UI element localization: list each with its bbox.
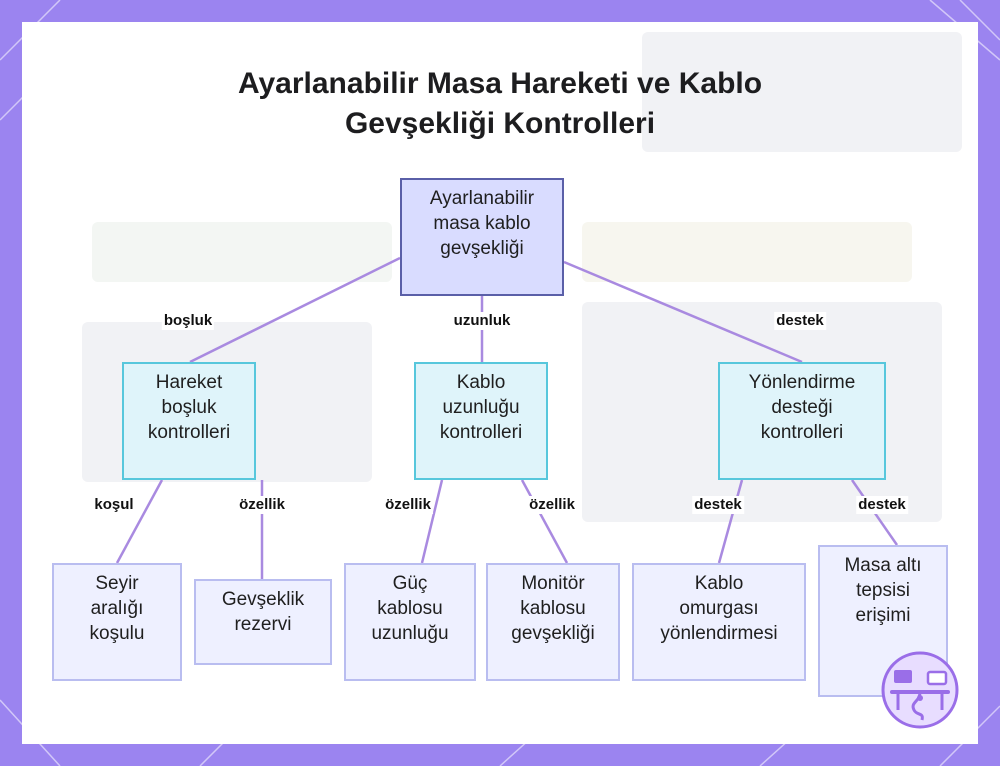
desk-cable-logo-icon: [880, 650, 960, 730]
node-label: kablosu: [511, 596, 594, 621]
edge-label: uzunluk: [452, 312, 513, 330]
node-label: Kablo: [660, 571, 777, 596]
edge-left-leaf1: [117, 480, 162, 563]
node-label: Güç: [371, 571, 448, 596]
diagram-card: ​ Ayarlanabilir Masa Hareketi ve Kablo G…: [22, 22, 978, 744]
edge-label: destek: [692, 496, 744, 514]
edge-root-right: [564, 262, 802, 362]
edge-right-leaf5: [719, 480, 742, 563]
node-label: Seyir: [90, 571, 145, 596]
node-label: omurgası: [660, 596, 777, 621]
motion-clearance-node: Hareket boşluk kontrolleri: [122, 362, 256, 480]
power-cable-length-node: Güç kablosu uzunluğu: [344, 563, 476, 681]
edge-label: koşul: [92, 496, 135, 514]
edge-center-leaf4: [522, 480, 567, 563]
cable-spine-routing-node: Kablo omurgası yönlendirmesi: [632, 563, 806, 681]
edge-label: boşluk: [162, 312, 214, 330]
node-label: erişimi: [844, 603, 921, 628]
edge-label: destek: [856, 496, 908, 514]
edge-label: özellik: [383, 496, 433, 514]
edge-label: destek: [774, 312, 826, 330]
node-label: Hareket: [148, 370, 230, 395]
node-label: desteği: [749, 395, 856, 420]
node-label: uzunluğu: [371, 621, 448, 646]
routing-support-node: Yönlendirme desteği kontrolleri: [718, 362, 886, 480]
slack-reserve-node: Gevşeklik rezervi: [194, 579, 332, 665]
travel-range-node: Seyir aralığı koşulu: [52, 563, 182, 681]
node-label: masa kablo: [430, 211, 534, 236]
node-label: Kablo: [440, 370, 522, 395]
node-label: kontrolleri: [749, 420, 856, 445]
node-label: rezervi: [222, 612, 304, 637]
edge-root-left: [190, 258, 400, 362]
node-label: Masa altı: [844, 553, 921, 578]
node-label: Gevşeklik: [222, 587, 304, 612]
edge-center-leaf3: [422, 480, 442, 563]
node-label: aralığı: [90, 596, 145, 621]
node-label: gevşekliği: [511, 621, 594, 646]
root-node: Ayarlanabilir masa kablo gevşekliği: [400, 178, 564, 296]
node-label: uzunluğu: [440, 395, 522, 420]
node-label: kontrolleri: [440, 420, 522, 445]
node-label: Ayarlanabilir: [430, 186, 534, 211]
node-label: kontrolleri: [148, 420, 230, 445]
node-label: Yönlendirme: [749, 370, 856, 395]
node-label: boşluk: [148, 395, 230, 420]
edge-label: özellik: [237, 496, 287, 514]
node-label: koşulu: [90, 621, 145, 646]
node-label: Monitör: [511, 571, 594, 596]
node-label: gevşekliği: [430, 236, 534, 261]
node-label: yönlendirmesi: [660, 621, 777, 646]
monitor-cable-slack-node: Monitör kablosu gevşekliği: [486, 563, 620, 681]
cable-length-node: Kablo uzunluğu kontrolleri: [414, 362, 548, 480]
edge-label: özellik: [527, 496, 577, 514]
node-label: kablosu: [371, 596, 448, 621]
node-label: tepsisi: [844, 578, 921, 603]
